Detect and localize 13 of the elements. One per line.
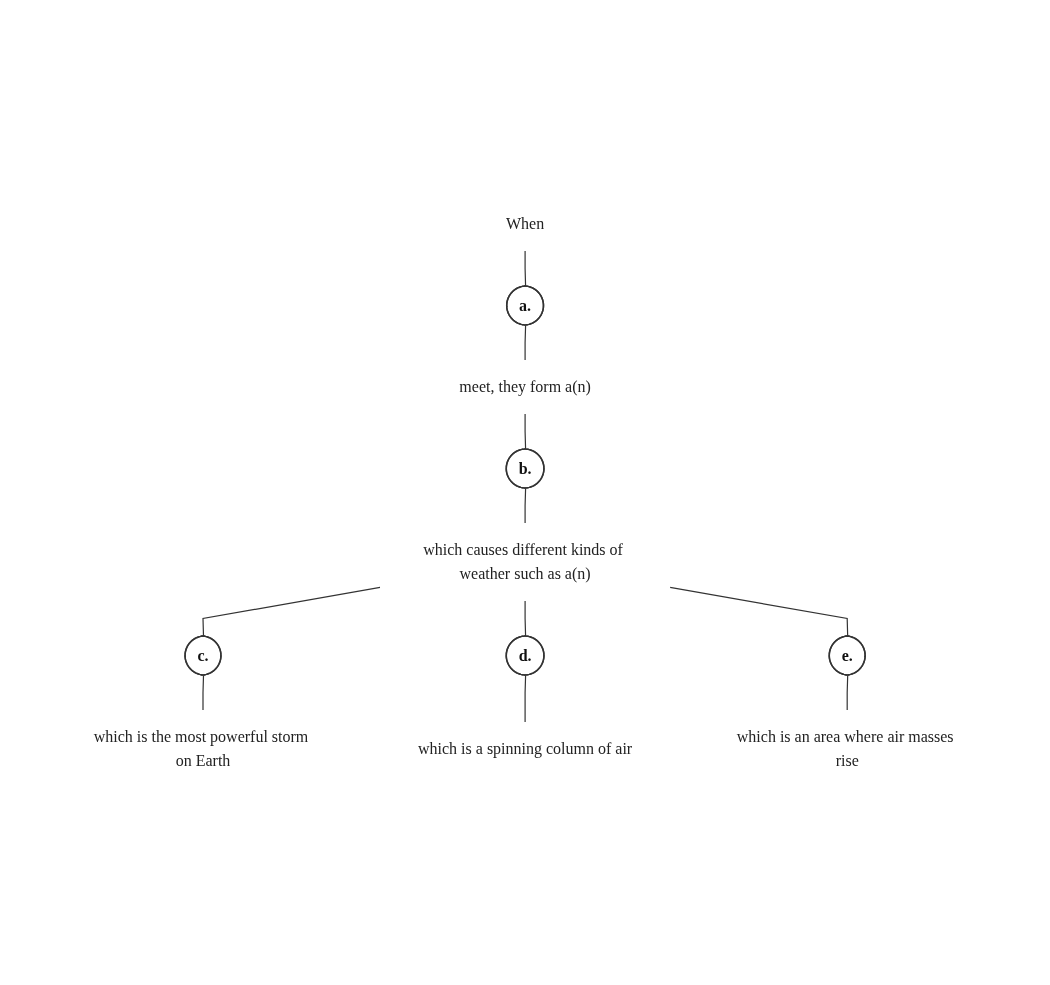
connector [202, 674, 204, 711]
node-text: which is the most powerful storm on Earth [93, 728, 309, 769]
connector [524, 324, 527, 361]
connector [524, 674, 527, 723]
connector [524, 413, 527, 451]
node-text: meet, they form a(n) [459, 378, 591, 395]
connector [524, 487, 527, 524]
node-text: which causes different kinds of weather such as a(n) [423, 541, 623, 582]
node-text: which is a spinning column of air [417, 740, 633, 757]
node-text: which is an area where air masses rise [736, 728, 954, 769]
connector [846, 674, 849, 711]
node-text: When [505, 215, 545, 232]
connector [524, 600, 527, 638]
